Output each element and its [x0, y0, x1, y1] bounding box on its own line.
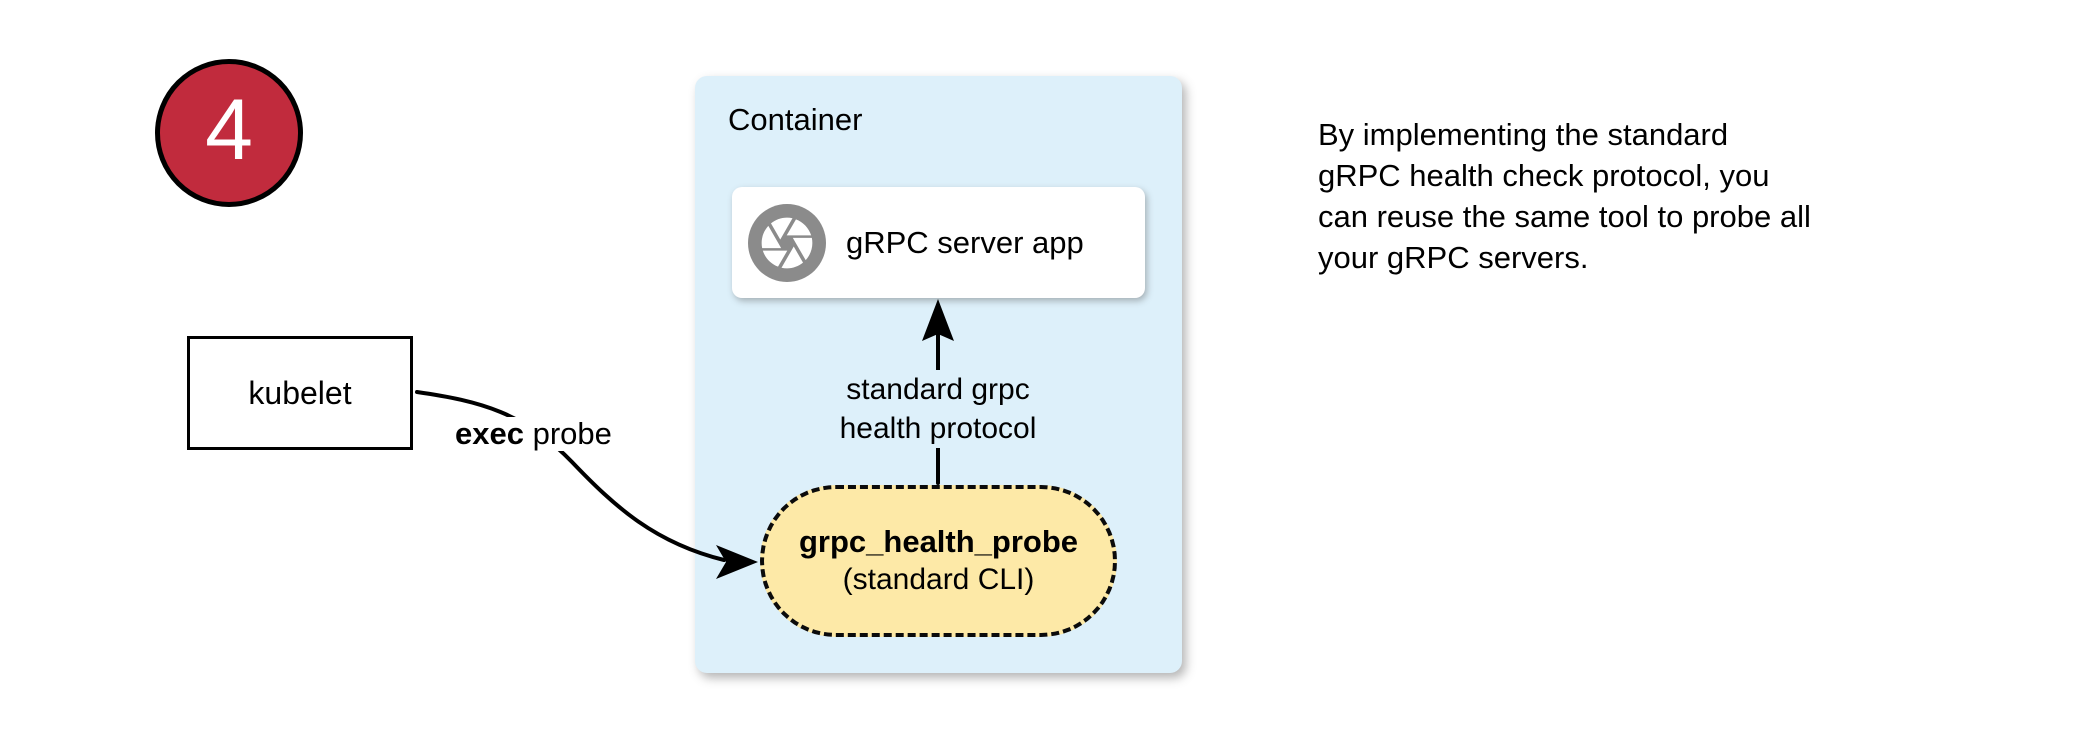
exec-probe-label-rest: probe — [523, 416, 612, 451]
step-number: 4 — [205, 82, 253, 178]
step-badge: 4 — [155, 59, 303, 207]
exec-probe-label: exec probe — [450, 417, 617, 451]
health-protocol-label: standard grpc health protocol — [818, 370, 1058, 448]
grpc-health-probe-subtitle: (standard CLI) — [842, 563, 1035, 596]
grpc-server-label: gRPC server app — [846, 224, 1084, 260]
health-protocol-label-line2: health protocol — [839, 412, 1037, 445]
kubelet-label: kubelet — [248, 374, 352, 411]
note-line: can reuse the same tool to probe all — [1318, 199, 1811, 234]
health-protocol-label-line1: standard grpc — [846, 373, 1030, 406]
exec-probe-label-bold: exec — [455, 416, 524, 451]
container-box: Container gRPC server app grpc_health_pr… — [695, 76, 1182, 673]
grpc-health-probe-box: grpc_health_probe (standard CLI) — [760, 485, 1117, 637]
grpc-server-box: gRPC server app — [732, 187, 1145, 298]
aperture-icon — [748, 203, 826, 282]
note-line: By implementing the standard — [1318, 117, 1729, 152]
note-line: your gRPC servers. — [1318, 240, 1589, 275]
grpc-health-probe-title: grpc_health_probe — [798, 524, 1079, 559]
note-line: gRPC health check protocol, you — [1318, 158, 1770, 193]
kubelet-box: kubelet — [187, 336, 413, 450]
container-title: Container — [728, 102, 863, 137]
note-text: By implementing the standard gRPC health… — [1318, 114, 1811, 278]
